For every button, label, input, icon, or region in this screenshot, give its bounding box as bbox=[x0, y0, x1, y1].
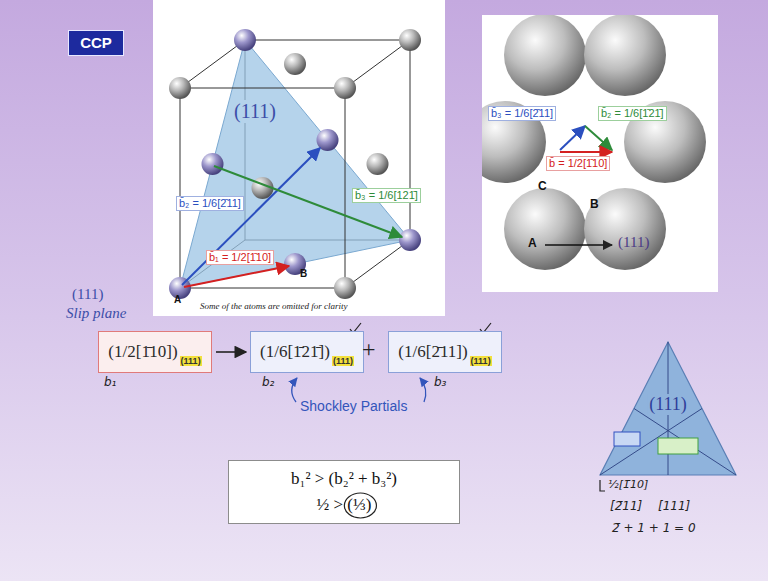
handwritten-note: b₂ bbox=[262, 376, 274, 390]
atom bbox=[169, 77, 191, 99]
vector-label: b̄₃ = 1/6[121̄] bbox=[352, 188, 421, 203]
vector-label: b̄ = 1/2[1̄10] bbox=[546, 156, 610, 171]
atom-letter: B bbox=[590, 198, 599, 212]
miller-vector: (1/6[1̄21̄]) bbox=[260, 342, 330, 362]
title-badge: CCP bbox=[68, 30, 124, 56]
atom bbox=[584, 15, 666, 96]
slip-plane-subscript: (111) bbox=[470, 356, 492, 366]
burgers-vector bbox=[585, 126, 612, 150]
figure-note: Some of the atoms are omitted for clarit… bbox=[200, 301, 347, 311]
burgers-vector bbox=[560, 126, 585, 150]
atom-letter: A bbox=[174, 294, 181, 306]
handwritten-note: [2̄11] bbox=[610, 500, 642, 514]
burgers-vector bbox=[184, 266, 289, 287]
vector-label: b̄₂ = 1/6[1̄21̄] bbox=[598, 106, 667, 121]
vector-tag bbox=[658, 438, 698, 454]
equation-box: (1/6[2̄11])(111) bbox=[388, 331, 502, 373]
atom-letter: B bbox=[300, 268, 307, 280]
atom bbox=[317, 129, 339, 151]
atom bbox=[504, 188, 586, 270]
plane-label: (111) bbox=[618, 234, 649, 251]
burgers-vector bbox=[182, 148, 320, 285]
triangle-outline bbox=[600, 342, 736, 475]
slip-plane-subscript: (111) bbox=[180, 356, 202, 366]
slip-plane bbox=[180, 40, 410, 288]
slip-plane-subscript: (111) bbox=[332, 356, 354, 366]
atom bbox=[399, 29, 421, 51]
handwritten-note: 2̄ + 1 + 1 = 0 bbox=[612, 522, 696, 536]
close-packed-layer bbox=[464, 14, 718, 292]
group-label: Shockley Partials bbox=[300, 398, 407, 414]
plus-sign: + bbox=[362, 336, 376, 364]
plane-label: (111) bbox=[647, 394, 689, 415]
direction-arrow bbox=[545, 244, 612, 246]
cube-edge bbox=[180, 88, 345, 288]
atom bbox=[584, 188, 666, 270]
miller-vector: (1/6[2̄11]) bbox=[398, 342, 467, 362]
cube-edge bbox=[180, 40, 410, 288]
annotation bbox=[420, 378, 426, 402]
energy-values: ½ > (⅓) bbox=[317, 495, 372, 515]
atom bbox=[367, 153, 389, 175]
equation-box: (1/2[1̄10])(111) bbox=[98, 331, 212, 373]
atom bbox=[234, 29, 256, 51]
atom bbox=[334, 277, 356, 299]
atom bbox=[482, 15, 706, 270]
atom bbox=[504, 15, 586, 96]
median-line bbox=[634, 409, 736, 476]
atom bbox=[334, 77, 356, 99]
plane-label: (111) bbox=[232, 100, 278, 123]
miller-vector: (1/2[1̄10]) bbox=[108, 342, 177, 362]
handwritten-note: [111] bbox=[658, 500, 690, 514]
cube-illustration bbox=[153, 0, 445, 316]
annotation bbox=[292, 378, 297, 402]
atom bbox=[202, 153, 224, 175]
energy-inequality-box: b₁² > (b₂² + b₃²) ½ > (⅓) bbox=[228, 460, 460, 524]
atom bbox=[169, 29, 421, 299]
cube-edge bbox=[180, 40, 410, 288]
handwritten-note: b₃ bbox=[434, 376, 446, 390]
burgers-vector bbox=[560, 151, 612, 153]
atom bbox=[399, 229, 421, 251]
energy-inequality: b₁² > (b₂² + b₃²) bbox=[291, 469, 397, 489]
slip-plane-triangle: (111) bbox=[598, 340, 738, 477]
handwritten-note: ½[1̄10] bbox=[608, 479, 648, 492]
handwritten-note: b₁ bbox=[104, 376, 116, 390]
badge-text: CCP bbox=[80, 34, 112, 51]
panel-ground bbox=[153, 0, 445, 316]
handwritten-ring bbox=[344, 493, 376, 518]
vector-label: b̄₃ = 1/6[2̄11] bbox=[488, 106, 556, 121]
atom-letter: C bbox=[538, 180, 547, 194]
vector-label: b̄₂ = 1/6[2̄11] bbox=[176, 196, 244, 211]
equation-box: (1/6[1̄21̄])(111) bbox=[250, 331, 364, 373]
atom bbox=[284, 53, 306, 75]
plane-caption: Slip plane bbox=[66, 305, 126, 322]
median-line bbox=[600, 409, 702, 476]
vector-label: b̄₁ = 1/2[1̄10] bbox=[206, 250, 274, 265]
plane-label: (111) bbox=[72, 286, 103, 303]
reaction-arrow bbox=[216, 351, 246, 353]
atom-letter: A bbox=[528, 237, 537, 251]
vector-tag bbox=[614, 432, 640, 446]
annotation bbox=[600, 480, 605, 491]
